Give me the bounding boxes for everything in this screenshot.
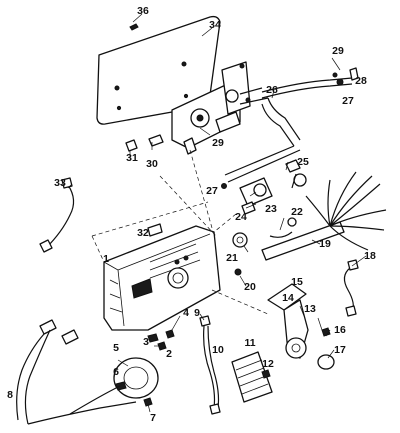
callout-20: 20 (244, 280, 256, 293)
part-cable-hardware (221, 67, 359, 189)
callout-32: 31 (126, 151, 138, 164)
part-stop-block (125, 134, 164, 152)
part-cables (224, 77, 353, 183)
callout-19: 19 (319, 237, 331, 250)
callout-21: 21 (226, 251, 238, 264)
part-control-handle (267, 283, 309, 359)
callout-14: 14 (282, 291, 294, 304)
callout-8: 8 (7, 388, 13, 401)
callout-34: 33 (54, 176, 66, 189)
part-sub-harness (199, 315, 221, 415)
callout-30: 29 (212, 136, 224, 149)
callout-27-top: 27 (342, 94, 354, 107)
callout-16: 16 (334, 323, 346, 336)
part-knob (317, 327, 335, 370)
callout-23: 23 (265, 202, 277, 215)
part-tube (261, 217, 345, 261)
callout-leaders (67, 27, 367, 413)
part-lead-wire (39, 177, 75, 253)
part-control-housing (103, 225, 221, 331)
part-gauge (69, 357, 159, 415)
part-clip (147, 223, 163, 237)
part-screw-top (129, 13, 143, 31)
callout-7: 7 (150, 411, 156, 424)
part-ignition-key (285, 159, 307, 189)
callout-27-mid: 27 (206, 184, 218, 197)
callout-35: 34 (209, 18, 221, 31)
callout-15: 15 (291, 275, 303, 288)
part-terminal-block (231, 351, 273, 403)
callout-33: 32 (137, 226, 149, 239)
callout-2: 2 (166, 347, 172, 360)
callout-9: 9 (194, 306, 200, 319)
callout-36: 36 (137, 4, 149, 17)
callout-31: 30 (146, 157, 158, 170)
callout-12: 12 (262, 357, 274, 370)
part-bolts (147, 329, 175, 351)
callout-11: 11 (244, 336, 256, 349)
callout-6: 6 (113, 365, 119, 378)
callout-3: 3 (143, 335, 149, 348)
callout-10: 10 (212, 343, 224, 356)
callout-29: 29 (332, 44, 344, 57)
callout-13: 13 (304, 302, 316, 315)
part-control-mechanism (171, 61, 269, 155)
callout-17: 17 (334, 343, 346, 356)
callout-25: 25 (297, 155, 309, 168)
callout-1: 1 (103, 252, 109, 265)
part-nut-washer (232, 232, 248, 276)
callout-18: 18 (364, 249, 376, 262)
part-connector (343, 259, 359, 317)
callout-22: 22 (291, 205, 303, 218)
callout-24: 24 (235, 210, 247, 223)
callout-4: 4 (183, 306, 189, 319)
callout-28: 28 (355, 74, 367, 87)
part-wire-harness (305, 171, 387, 251)
callout-5: 5 (113, 341, 119, 354)
part-long-leads (16, 319, 137, 425)
callout-26: 26 (266, 83, 278, 96)
assembly-lines (91, 149, 269, 315)
